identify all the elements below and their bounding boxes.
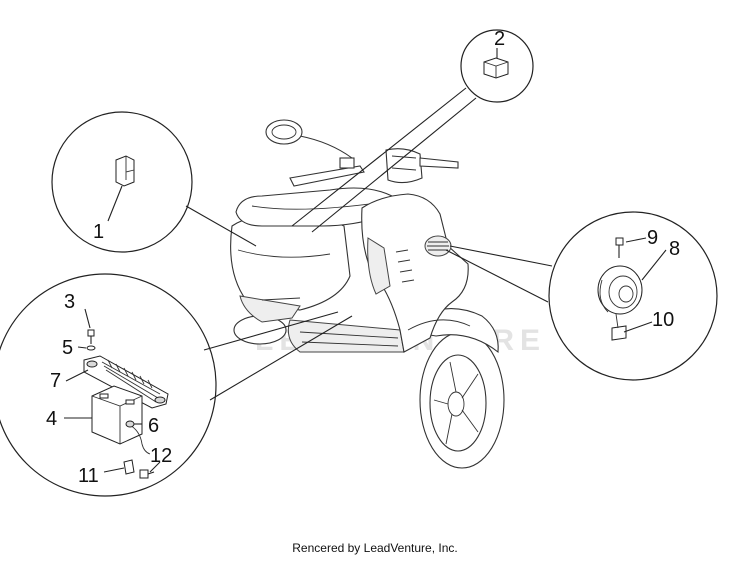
screw-part-3 xyxy=(87,329,95,344)
strap-part-7 xyxy=(83,355,169,409)
callout-10: 10 xyxy=(652,309,674,331)
detail-circle-part-1: 1 xyxy=(51,111,193,253)
front-wheel xyxy=(419,331,505,469)
detail-circle-part-2: 2 xyxy=(460,28,534,103)
bracket-part-10 xyxy=(611,325,627,341)
screw-part-9 xyxy=(615,237,624,258)
callout-3: 3 xyxy=(64,291,75,313)
scooter-illustration xyxy=(230,119,505,469)
callout-12: 12 xyxy=(150,445,172,467)
bolt-part-12 xyxy=(139,469,155,479)
footer-credit: Rencered by LeadVenture, Inc. xyxy=(292,541,458,555)
callout-5: 5 xyxy=(62,337,73,359)
detail-circle-horn: 9 8 10 xyxy=(548,211,718,381)
callout-7: 7 xyxy=(50,370,61,392)
pointer-lines xyxy=(185,87,553,401)
callout-9: 9 xyxy=(647,227,658,249)
callout-1: 1 xyxy=(93,221,104,243)
detail-circle-battery: 3 5 7 4 6 11 12 xyxy=(0,273,217,497)
horn-part-8 xyxy=(597,265,643,315)
battery-part-4 xyxy=(91,385,143,445)
washer-part-5 xyxy=(86,345,96,351)
bracket-part-11 xyxy=(123,459,135,475)
callout-8: 8 xyxy=(669,238,680,260)
callout-2: 2 xyxy=(494,28,505,50)
callout-11: 11 xyxy=(78,465,99,487)
callout-6: 6 xyxy=(148,415,159,437)
callout-4: 4 xyxy=(46,408,57,430)
